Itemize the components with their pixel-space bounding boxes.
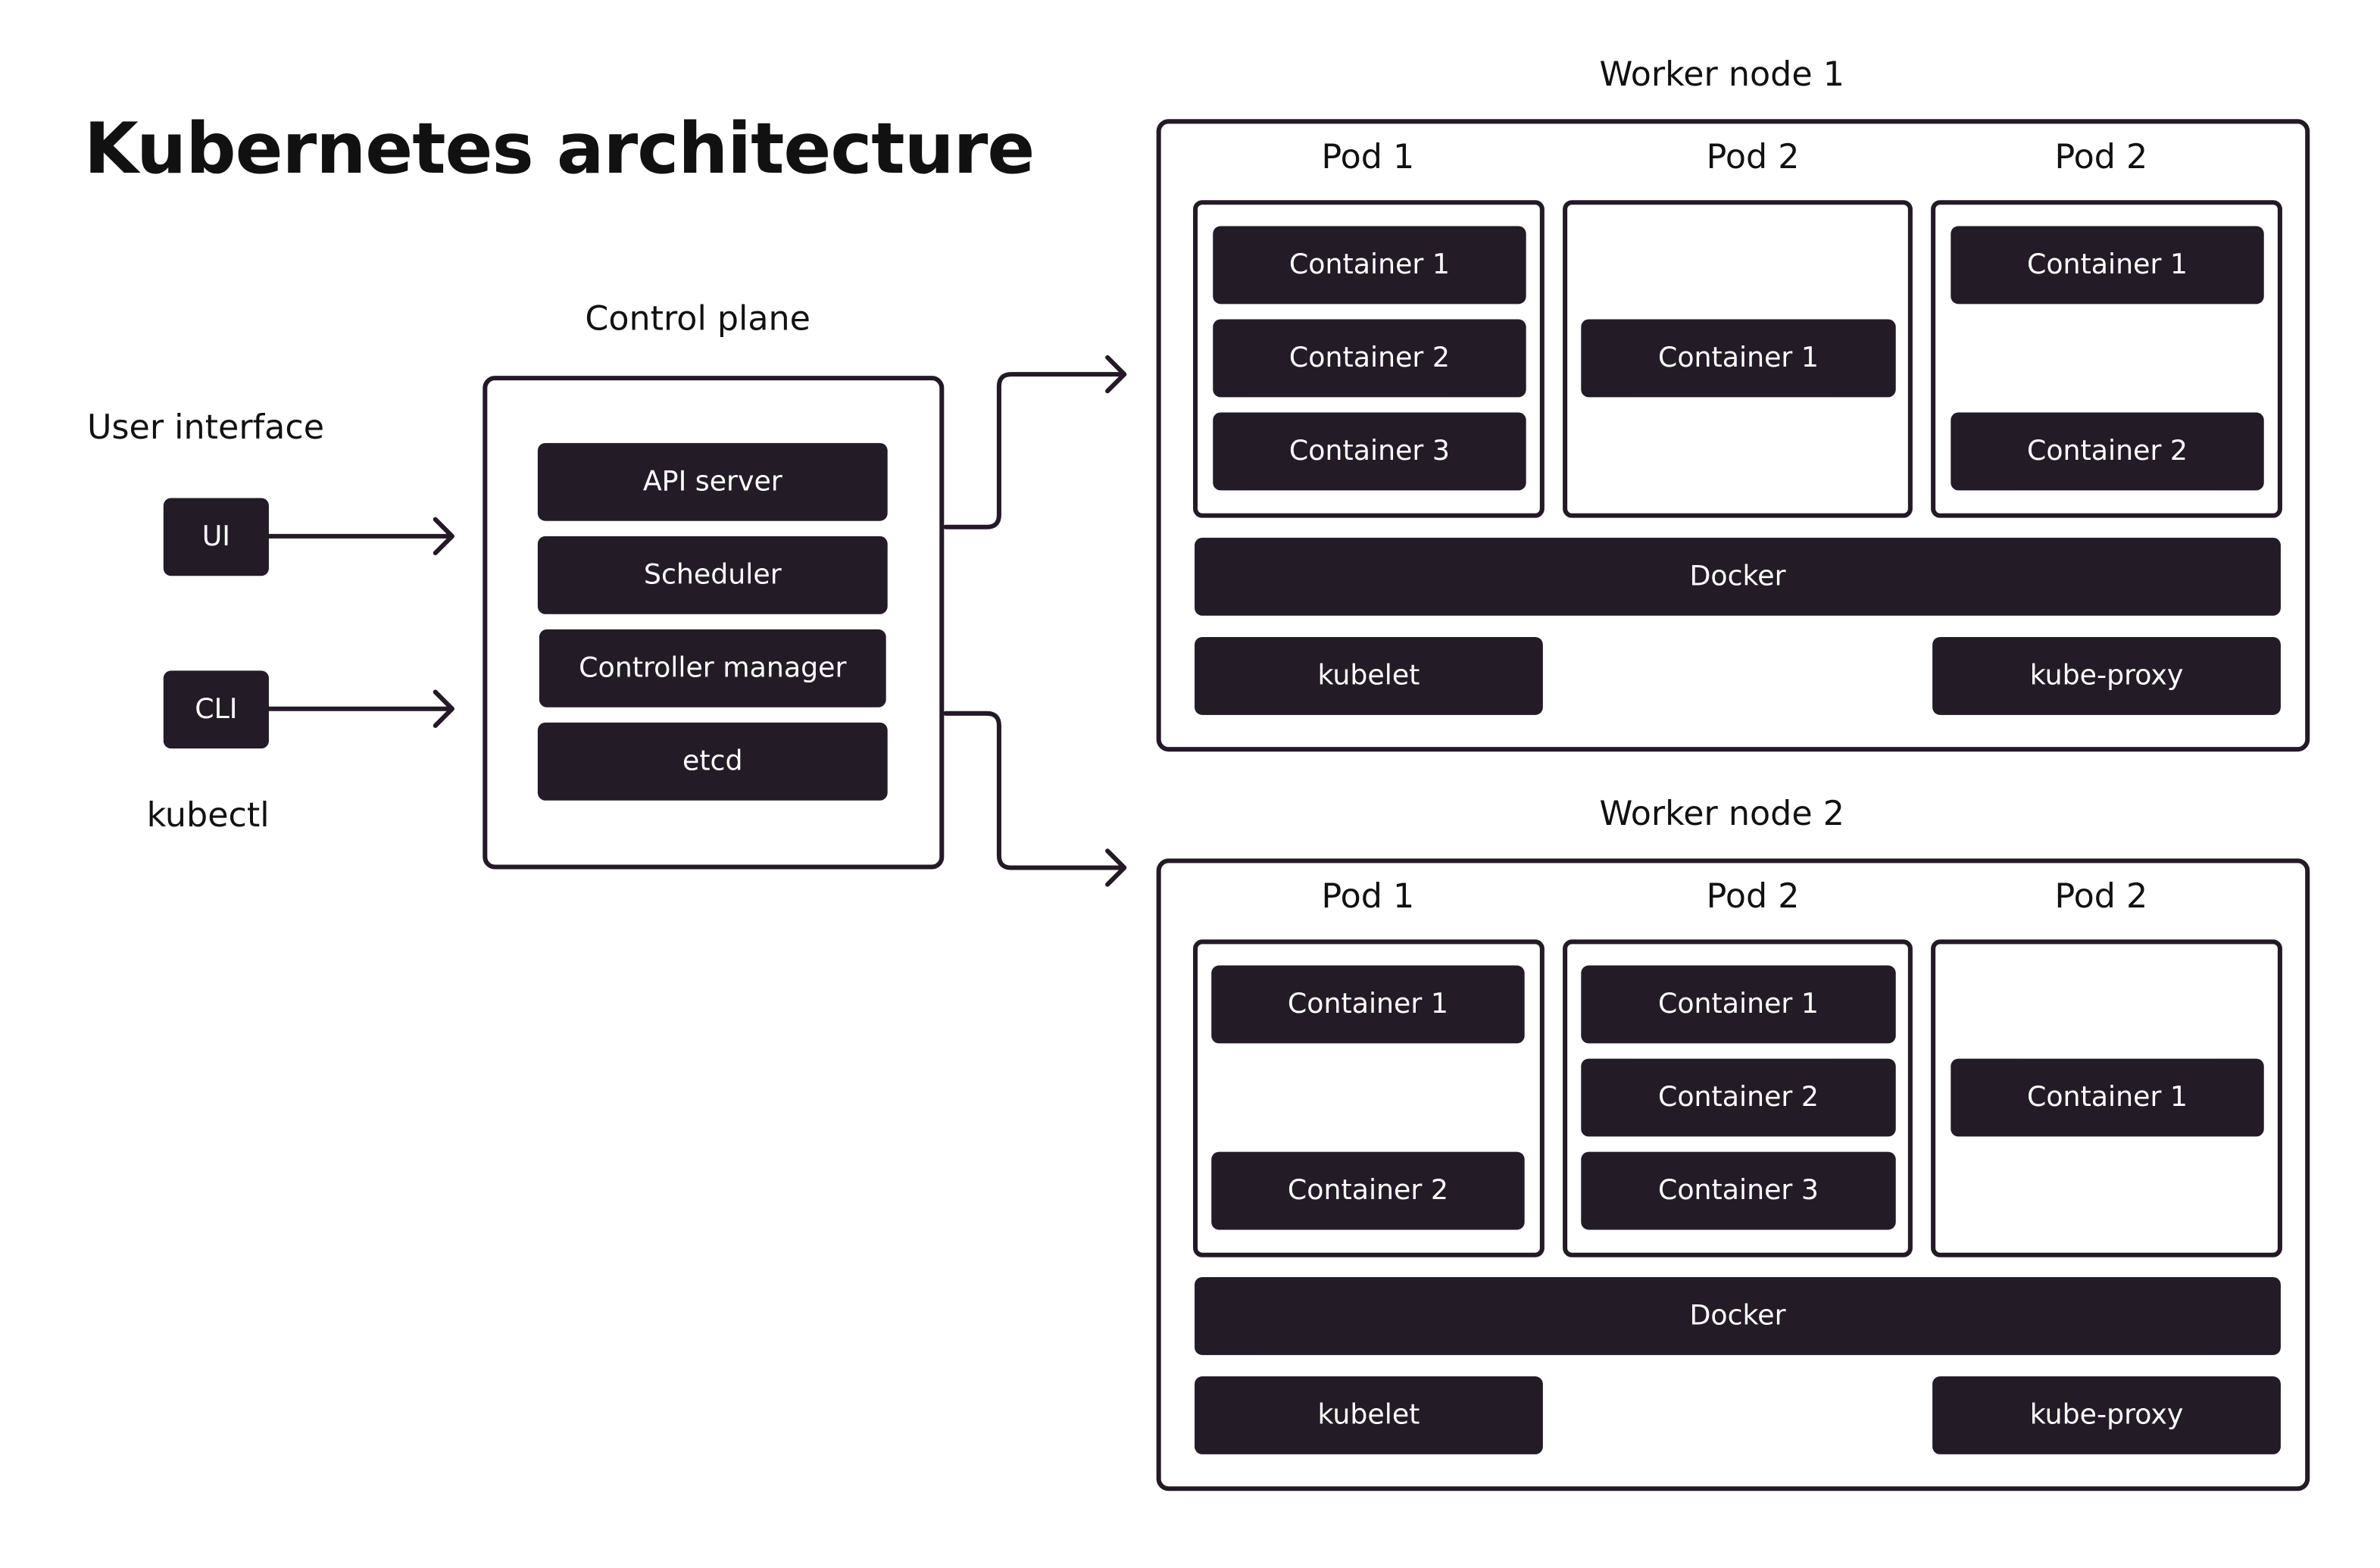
worker-2-pod-1-container-2: Container 2 (1211, 1151, 1525, 1230)
worker-1-kube-proxy-block: kube-proxy (1932, 636, 2281, 715)
control-plane-to-worker-1-arrow (943, 355, 1127, 529)
worker-1-pod-1-container-1: Container 1 (1213, 226, 1526, 305)
worker-1-docker-block: Docker (1195, 537, 2281, 616)
scheduler-block: Scheduler (537, 536, 888, 614)
worker-1-pod-2-container-1: Container 1 (1581, 319, 1896, 398)
user-interface-heading: User interface (86, 409, 325, 448)
control-plane-heading: Control plane (585, 301, 811, 339)
worker-2-pod-2-container-2: Container 2 (1581, 1058, 1896, 1137)
control-plane-to-worker-2-arrow (943, 711, 1127, 887)
worker-1-pod-2-label: Pod 2 (1706, 139, 1800, 177)
worker-node-1-heading: Worker node 1 (1599, 56, 1844, 95)
worker-1-pod-1-label: Pod 1 (1321, 139, 1415, 177)
cli-block: CLI (163, 670, 269, 749)
worker-1-pod-1-frame (1193, 200, 1545, 518)
worker-2-pod-1-container-1: Container 1 (1211, 965, 1525, 1044)
worker-1-pod-3-container-2: Container 2 (1951, 412, 2264, 491)
worker-1-pod-3-container-1: Container 1 (1951, 226, 2264, 305)
cli-to-control-plane-arrow (266, 689, 454, 728)
worker-2-kubelet-block: kubelet (1195, 1376, 1543, 1454)
worker-2-pod-2-container-1: Container 1 (1581, 965, 1896, 1044)
worker-node-2-frame (1156, 858, 2310, 1491)
worker-1-pod-3-frame (1931, 200, 2282, 518)
etcd-block: etcd (537, 722, 888, 801)
worker-1-pod-1-container-2: Container 2 (1213, 319, 1526, 398)
control-plane-frame (483, 376, 945, 870)
worker-2-pod-3-container-1: Container 1 (1951, 1058, 2264, 1137)
worker-1-kubelet-block: kubelet (1195, 636, 1543, 715)
kubectl-caption: kubectl (146, 797, 270, 836)
controller-manager-block: Controller manager (539, 629, 886, 707)
worker-2-pod-2-label: Pod 2 (1706, 878, 1800, 917)
ui-block: UI (163, 498, 269, 576)
api-server-block: API server (537, 442, 888, 521)
worker-node-2-heading: Worker node 2 (1599, 795, 1844, 835)
worker-1-pod-3-label: Pod 2 (2054, 139, 2148, 177)
worker-2-pod-2-frame (1563, 939, 1913, 1257)
worker-node-1-frame (1156, 119, 2310, 752)
worker-2-pod-3-label: Pod 2 (2054, 878, 2148, 917)
worker-2-pod-1-label: Pod 1 (1321, 878, 1415, 917)
worker-2-docker-block: Docker (1195, 1276, 2281, 1355)
worker-2-pod-1-frame (1193, 939, 1545, 1257)
ui-to-control-plane-arrow (266, 517, 454, 556)
worker-2-pod-2-container-3: Container 3 (1581, 1151, 1896, 1230)
page-title: Kubernetes architecture (83, 107, 1035, 190)
worker-2-kube-proxy-block: kube-proxy (1932, 1376, 2281, 1454)
worker-2-pod-3-frame (1931, 939, 2282, 1257)
worker-1-pod-2-frame (1563, 200, 1913, 518)
worker-1-pod-1-container-3: Container 3 (1213, 412, 1526, 491)
